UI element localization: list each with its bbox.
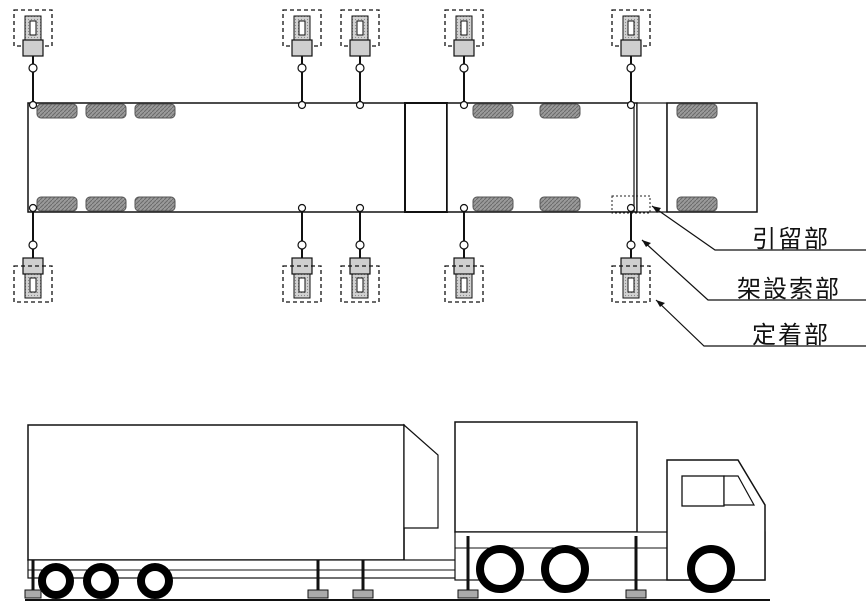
wheel-pads-top — [36, 103, 718, 212]
tiedown-lower-1 — [13, 203, 53, 303]
coupling-section-top — [404, 102, 448, 213]
tiedown-lower-2 — [282, 203, 322, 303]
label-anchor-part: 引留部 — [752, 225, 830, 253]
leader-anchor — [651, 205, 866, 251]
tiedown-upper-1 — [13, 9, 53, 110]
tiedown-upper-row — [13, 9, 651, 110]
tiedown-lower-4 — [444, 203, 484, 303]
leader-rope — [641, 239, 866, 301]
leader-fixing — [655, 299, 866, 347]
tiedown-lower-5 — [611, 203, 651, 303]
tiedown-upper-5 — [611, 9, 651, 110]
leader-lines — [641, 205, 866, 347]
tiedown-upper-4 — [444, 9, 484, 110]
tiedown-lower-row — [13, 203, 651, 303]
truck-cargo-top — [446, 102, 638, 213]
top-view — [13, 9, 866, 347]
trailer-body-top — [27, 102, 406, 213]
tiedown-upper-2 — [282, 9, 322, 110]
tiedown-upper-3 — [340, 9, 380, 110]
ground-anchors-side — [24, 536, 647, 599]
label-rope-part: 架設索部 — [737, 275, 841, 303]
label-fixing-part: 定着部 — [752, 321, 830, 349]
trailer-front-slope — [403, 423, 439, 529]
leader-arrowheads — [642, 206, 665, 307]
truck-cab-top — [666, 102, 758, 213]
truck-box-side — [454, 421, 638, 533]
cab-window — [681, 475, 725, 507]
side-view — [24, 421, 770, 601]
trailer-box-side — [27, 424, 405, 561]
wheels-side — [38, 545, 735, 599]
tiedown-lower-3 — [340, 203, 380, 303]
